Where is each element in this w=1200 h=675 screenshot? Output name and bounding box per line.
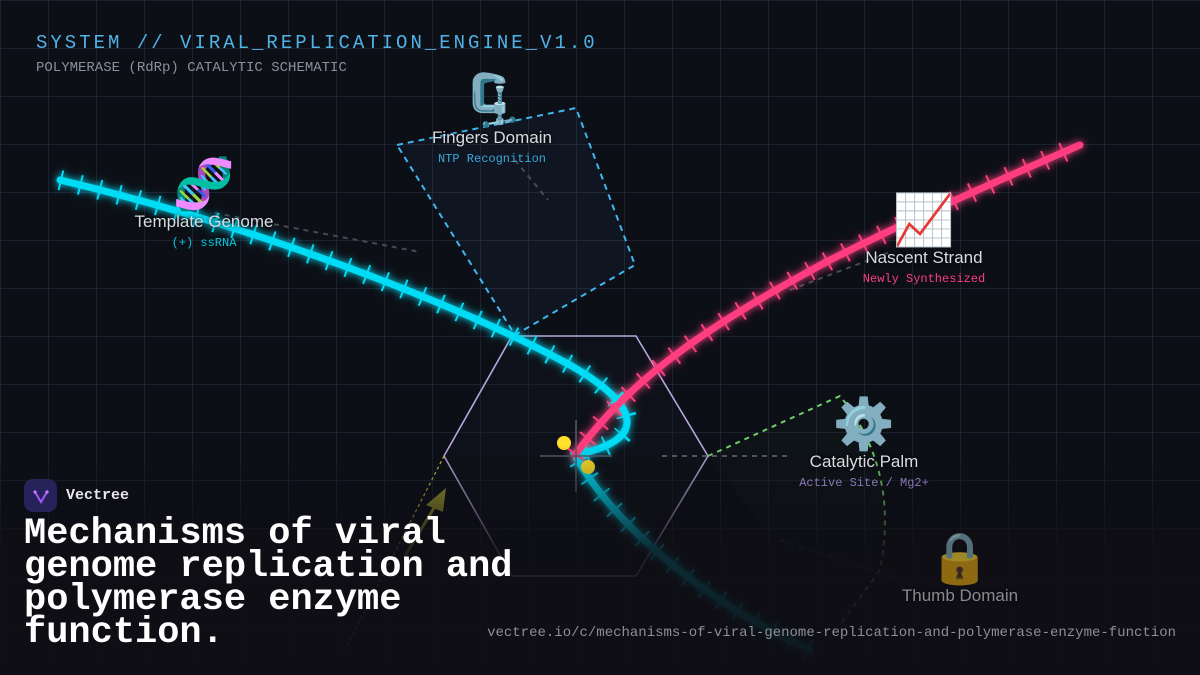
node-status: Active Site / Mg2+	[799, 476, 929, 490]
node-catalytic-palm[interactable]: ⚙️ Catalytic Palm Active Site / Mg2+	[799, 396, 929, 490]
node-name: Nascent Strand	[865, 248, 983, 267]
bottom-overlay	[0, 445, 1200, 675]
lock-icon: 🔒	[928, 529, 992, 587]
headline: Mechanisms of viral genome replication a…	[24, 513, 513, 654]
vectree-logo	[24, 479, 57, 512]
node-name: Fingers Domain	[432, 128, 552, 147]
nascent-strand	[571, 141, 1084, 459]
node-name: Template Genome	[134, 212, 274, 231]
brand-name: Vectree	[66, 487, 130, 504]
fingers-domain-region	[395, 106, 637, 337]
clamp-icon: 🗜️	[460, 71, 524, 129]
node-template-genome[interactable]: 🧬 Template Genome (+) ssRNA	[135, 156, 274, 250]
connector-line	[514, 159, 549, 201]
dna-icon: 🧬	[172, 155, 236, 213]
gear-icon: ⚙️	[832, 395, 896, 453]
system-title: SYSTEM // VIRAL_REPLICATION_ENGINE_V1.0	[36, 32, 598, 54]
system-subtitle: POLYMERASE (RdRp) CATALYTIC SCHEMATIC	[36, 60, 347, 76]
node-status: NTP Recognition	[437, 152, 547, 166]
node-status: (+) ssRNA	[171, 236, 237, 250]
connector-line	[789, 251, 891, 291]
node-fingers-domain[interactable]: 🗜️ Fingers Domain NTP Recognition	[432, 72, 552, 166]
chart-increasing-icon: 📈	[892, 191, 956, 249]
connector-line	[214, 212, 421, 253]
page-url[interactable]: vectree.io/c/mechanisms-of-viral-genome-…	[487, 625, 1176, 641]
node-thumb-domain[interactable]: 🔒 Thumb Domain	[902, 530, 1018, 606]
node-nascent-strand[interactable]: 📈 Nascent Strand Newly Synthesized	[863, 192, 985, 286]
node-name: Catalytic Palm	[809, 452, 919, 471]
node-name: Thumb Domain	[901, 586, 1019, 605]
node-status: Newly Synthesized	[862, 272, 986, 286]
brand: Vectree	[24, 479, 129, 512]
